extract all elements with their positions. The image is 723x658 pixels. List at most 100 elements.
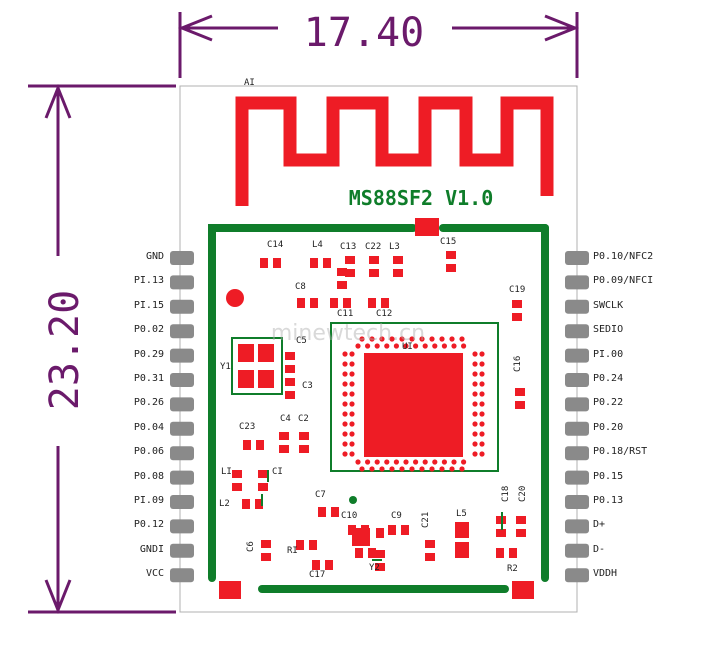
passive-pad-pair xyxy=(425,540,435,561)
orientation-dot xyxy=(349,496,357,504)
ball-pad xyxy=(399,466,405,472)
ball-pad xyxy=(459,336,465,342)
pin-pad xyxy=(170,397,194,412)
width-dimension-label: 17.40 xyxy=(304,10,424,56)
passive-pad-pair xyxy=(512,300,522,321)
ball-pad xyxy=(349,361,355,367)
ball-pad xyxy=(432,459,438,465)
y1-pad xyxy=(238,370,254,388)
y1-pad xyxy=(258,344,274,362)
ball-pad xyxy=(349,431,355,437)
passive-pad-pair xyxy=(318,507,339,517)
u1-chip-pad xyxy=(364,353,463,457)
u1-ball-pads xyxy=(342,336,485,472)
ref-c18: C18 xyxy=(501,486,511,502)
ball-pad xyxy=(342,451,348,457)
passive-pad-pair xyxy=(285,378,295,399)
ref-c7: C7 xyxy=(315,490,326,500)
ref-c9: C9 xyxy=(391,511,402,521)
ref-c14: C14 xyxy=(267,240,283,250)
ball-pad xyxy=(349,371,355,377)
ball-pad xyxy=(461,459,467,465)
shield-pad-top xyxy=(415,218,439,236)
pin-pad xyxy=(565,568,589,583)
ref-c22: C22 xyxy=(365,242,381,252)
passive-pad-pair xyxy=(330,298,351,308)
ref-r2: R2 xyxy=(507,564,518,574)
ref-c5: C5 xyxy=(296,336,307,346)
pin-label-left: P0.31 xyxy=(133,373,164,384)
pin-label-left: PI.13 xyxy=(133,275,164,287)
ball-pad xyxy=(479,371,485,377)
passive-pad-pair xyxy=(242,499,263,509)
component-pad xyxy=(376,528,384,538)
ball-pad xyxy=(479,431,485,437)
ball-pad xyxy=(365,459,371,465)
pin-label-left: PI.15 xyxy=(133,299,164,311)
ball-pad xyxy=(429,466,435,472)
passive-pad-pair xyxy=(261,540,271,561)
passive-pad-pair xyxy=(279,432,289,453)
ball-pad xyxy=(384,343,390,349)
shield-pad-bottom-left xyxy=(219,581,241,599)
ball-pad xyxy=(449,336,455,342)
ball-pad xyxy=(359,466,365,472)
pin-label-left: P0.04 xyxy=(133,421,164,433)
pin-label-right: VDDH xyxy=(593,568,618,580)
ball-pad xyxy=(342,401,348,407)
ball-pad xyxy=(439,336,445,342)
ball-pad xyxy=(472,371,478,377)
ball-pad xyxy=(451,343,457,349)
pin-label-right: SEDIO xyxy=(593,324,624,336)
passive-pad-pair xyxy=(393,256,403,277)
pin-pad xyxy=(565,324,589,339)
pin-pad xyxy=(565,299,589,314)
ref-c2: C2 xyxy=(298,414,309,424)
ball-pad xyxy=(409,466,415,472)
pin-label-left: P0.06 xyxy=(133,446,164,458)
ball-pad xyxy=(432,343,438,349)
ball-pad xyxy=(472,401,478,407)
ref-l2: L2 xyxy=(219,499,230,509)
ball-pad xyxy=(472,431,478,437)
ball-pad xyxy=(472,441,478,447)
ref-r1: RI xyxy=(287,546,298,556)
ball-pad xyxy=(472,421,478,427)
pin-pad xyxy=(565,470,589,485)
ball-pad xyxy=(342,441,348,447)
ball-pad xyxy=(342,421,348,427)
ball-pad xyxy=(472,411,478,417)
ball-pad xyxy=(349,451,355,457)
pin-pad xyxy=(170,275,194,290)
antenna-trace xyxy=(235,96,554,206)
right-pin-column xyxy=(565,251,589,583)
ref-c19: C19 xyxy=(509,285,525,295)
pin-pad xyxy=(565,251,589,265)
ball-pad xyxy=(393,459,399,465)
pin-pad xyxy=(170,421,194,436)
pin-label-left: GNDI xyxy=(139,543,164,555)
pin-pad xyxy=(170,373,194,387)
ref-l5: L5 xyxy=(456,509,467,519)
passive-pad-pair xyxy=(496,548,517,558)
ball-pad xyxy=(429,336,435,342)
ref-c11: C11 xyxy=(337,309,353,319)
pin-pad xyxy=(565,446,589,461)
component-pad xyxy=(455,522,469,538)
ball-pad xyxy=(342,381,348,387)
ball-pad xyxy=(342,371,348,377)
ref-c20: C20 xyxy=(518,486,528,502)
ball-pad xyxy=(374,459,380,465)
ball-pad xyxy=(461,343,467,349)
passive-pad-pair xyxy=(446,251,456,272)
ball-pad xyxy=(349,411,355,417)
pin-pad xyxy=(170,543,194,558)
ball-pad xyxy=(459,466,465,472)
ref-c12: C12 xyxy=(376,309,392,319)
ball-pad xyxy=(413,343,419,349)
passive-pad-pair xyxy=(285,352,295,373)
pin-pad xyxy=(565,397,589,412)
pin-label-right: SWCLK xyxy=(593,299,624,311)
